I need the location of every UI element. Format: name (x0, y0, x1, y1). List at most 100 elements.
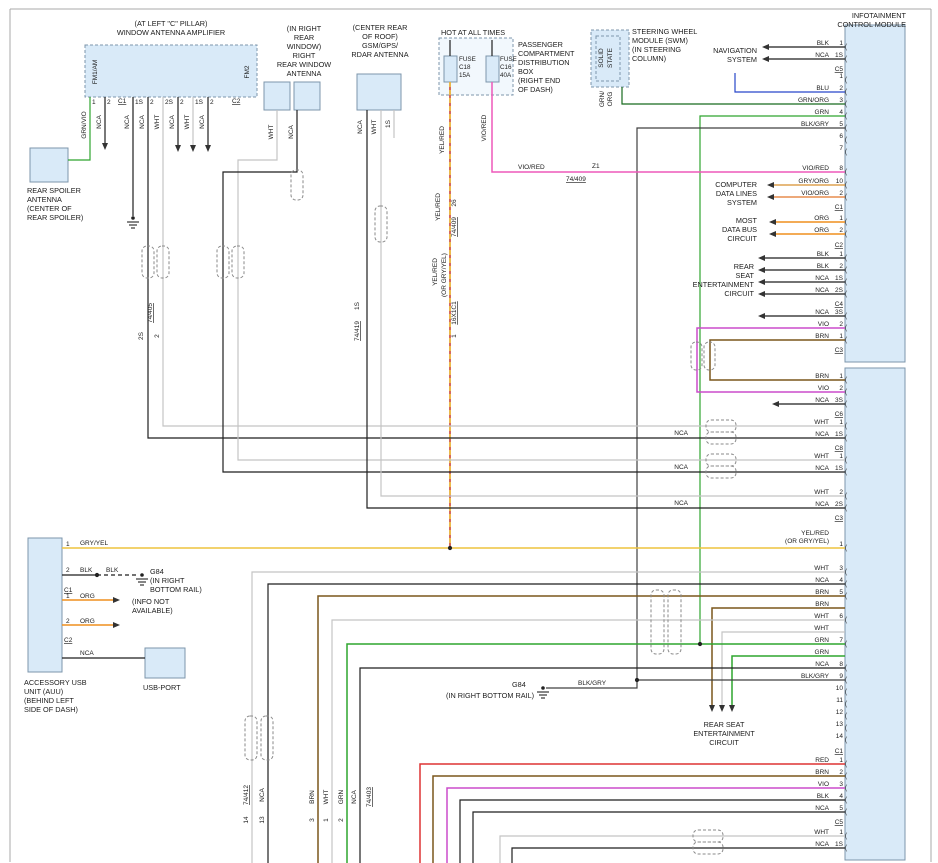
module-pin-hook-icon: ( (845, 665, 848, 672)
wire-color-label: GRN (815, 109, 830, 116)
module-pin-hook-icon: ( (845, 713, 848, 720)
label-nca: NCA (351, 789, 358, 803)
label-1: 1 (92, 99, 96, 106)
connector-id: C4 (835, 301, 844, 308)
box-gsm-gps-rdar-antenna (356, 73, 402, 111)
label-74-409: 74/409 (566, 176, 586, 183)
wire-blk (359, 667, 845, 863)
wire-color-label: ORG (814, 227, 829, 234)
splice-connector (244, 715, 258, 761)
module-pin-hook-icon: ( (845, 761, 848, 768)
pin-number: 2 (839, 321, 843, 328)
wire-wht (721, 631, 845, 708)
pin-number: 5 (839, 589, 843, 596)
wire-red (419, 763, 845, 863)
label-c1: C1 (64, 587, 73, 594)
label-c1: C1 (118, 98, 127, 105)
pin-number: 1 (839, 541, 843, 548)
label-blk: BLK (106, 567, 119, 574)
label-2: 2 (338, 818, 345, 822)
label-grn-vio: GRN/VIO (81, 111, 88, 138)
module-pin-hook-icon: ( (845, 617, 848, 624)
module-pin-hook-icon: ( (845, 101, 848, 108)
splice-connector (650, 589, 665, 655)
box-infotainment-control-module-upper (844, 24, 906, 363)
connector-id: C1 (835, 748, 844, 755)
wire-wht (237, 110, 845, 461)
arrowhead-icon (762, 44, 769, 50)
module-pin-hook-icon: ( (845, 113, 848, 120)
splice-connector (667, 589, 682, 655)
wire-color-label: NCA (815, 501, 829, 508)
label-grn-: GRN/ (599, 91, 606, 107)
pin-number: 1S (835, 841, 844, 848)
module-pin-hook-icon: ( (845, 809, 848, 816)
box-swm-solid-state (595, 35, 621, 82)
wire-color-label: NCA (815, 841, 829, 848)
wire-color-label: GRN (815, 649, 830, 656)
caption-most-data-bus-circuit: MOST DATA BUS CIRCUIT (721, 216, 757, 244)
arrowhead-icon (762, 56, 769, 62)
connector-id: C5 (835, 66, 844, 73)
pin-number: 2 (839, 227, 843, 234)
label-org: ORG (607, 92, 614, 107)
pin-number: 2 (839, 190, 843, 197)
pin-number: 2S (835, 287, 844, 294)
box-fuse-c18 (443, 55, 458, 83)
module-pin-hook-icon: ( (845, 435, 848, 442)
label-nca: NCA (259, 787, 266, 801)
arrowhead-icon (113, 622, 120, 628)
label-74-419: 74/419 (354, 321, 361, 341)
module-pin-hook-icon: ( (845, 149, 848, 156)
module-pin-hook-icon: ( (845, 194, 848, 201)
module-pin-hook-icon: ( (845, 593, 848, 600)
label-blk-gry: BLK/GRY (578, 680, 607, 687)
pin-number: 10 (836, 685, 844, 692)
wire-color-label: WHT (814, 565, 829, 572)
connector-id: C2 (835, 242, 844, 249)
pin-number: 1S (835, 275, 844, 282)
label-1: 1 (451, 334, 458, 338)
pin-number: 9 (839, 673, 843, 680)
wire-color-label: NCA (815, 577, 829, 584)
label-3: 3 (309, 818, 316, 822)
module-pin-hook-icon: ( (845, 255, 848, 262)
caption-accessory-usb-unit: ACCESSORY USB UNIT (AUU) (BEHIND LEFT SI… (24, 678, 87, 715)
module-pin-hook-icon: ( (845, 267, 848, 274)
caption-passenger-distribution-box: PASSENGER COMPARTMENT DISTRIBUTION BOX (… (518, 40, 575, 95)
label-grn: GRN (338, 789, 345, 804)
pin-number: 5 (839, 121, 843, 128)
caption-right-rear-window-antenna: (IN RIGHT REAR WINDOW) RIGHT REAR WINDOW… (276, 24, 332, 79)
wire-color-label: GRN/ORG (798, 97, 829, 104)
box-steering-wheel-module (590, 29, 630, 88)
module-pin-hook-icon: ( (845, 569, 848, 576)
label-yel-red: YEL/RED (435, 193, 442, 221)
wire-color-label: NCA (815, 465, 829, 472)
pin-number: 2 (839, 263, 843, 270)
connector-id: C6 (835, 411, 844, 418)
label-2: 2 (154, 334, 161, 338)
label-state: STATE (607, 47, 614, 68)
module-pin-hook-icon: ( (845, 125, 848, 132)
label-brn: BRN (309, 790, 316, 804)
arrowhead-icon (190, 145, 196, 152)
module-pin-hook-icon: ( (845, 737, 848, 744)
label-1: 1 (66, 593, 70, 600)
pin-number: 5 (839, 805, 843, 812)
pin-number: 2 (839, 385, 843, 392)
label-26: 26 (451, 199, 458, 207)
pin-number: 2 (839, 85, 843, 92)
module-pin-hook-icon: ( (845, 423, 848, 430)
ground-icon (131, 216, 135, 220)
pin-number: 1 (839, 453, 843, 460)
wire-brn (317, 595, 845, 863)
caption-fuse-c18-15a: FUSE C18 15A (459, 56, 476, 79)
box-rear-spoiler-antenna (29, 147, 69, 183)
wire-color-label: NCA (815, 287, 829, 294)
splice-connector (290, 169, 304, 201)
wire-color-label: BLK (817, 40, 830, 47)
pin-number: 7 (839, 637, 843, 644)
label-74-409: 74/409 (451, 217, 458, 237)
caption-ground-g84-right: G84 (512, 680, 526, 689)
